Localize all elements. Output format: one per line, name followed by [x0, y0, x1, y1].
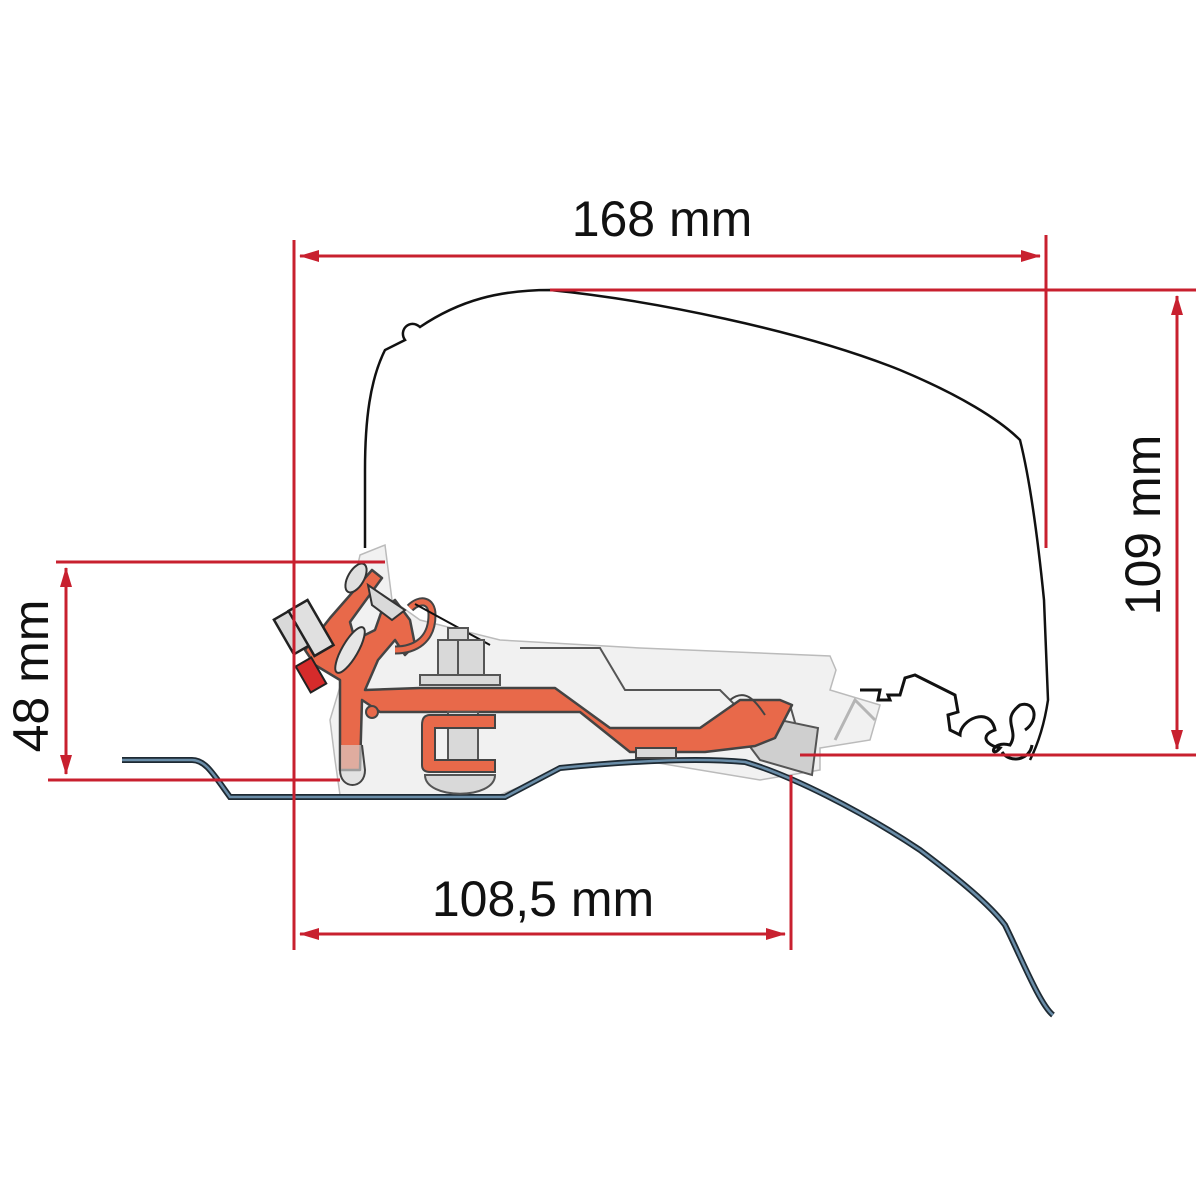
dim-label-48: 48 mm [3, 600, 59, 753]
screw-top [344, 562, 407, 622]
serrated-pad [635, 747, 677, 759]
rail-profile [860, 673, 1036, 754]
dim-label-109: 109 mm [1115, 435, 1171, 616]
dim-label-108-5: 108,5 mm [432, 871, 654, 927]
bolt-nut-left [272, 598, 366, 694]
dimension-lines [48, 235, 1196, 950]
dim-label-168: 168 mm [572, 191, 753, 247]
awning-case [363, 288, 1050, 761]
bracket-foot [339, 744, 367, 786]
clamp [421, 714, 496, 773]
